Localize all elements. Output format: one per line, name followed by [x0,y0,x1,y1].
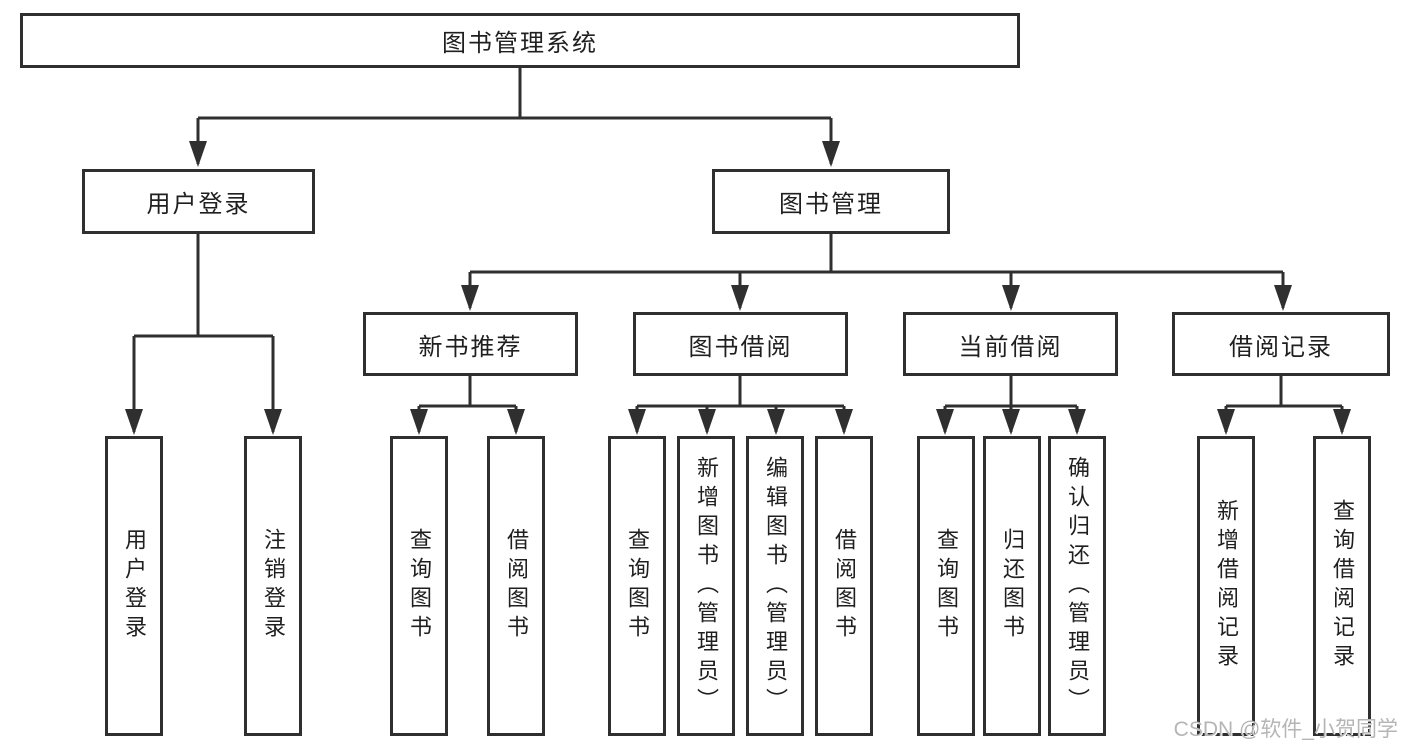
node-book-management-module: 图书管理 [712,169,950,234]
node-user-login-module: 用户登录 [82,169,315,234]
node-book-borrowing: 图书借阅 [633,312,848,376]
leaf-borrow-add-books-admin: 新增图书（管理员） [677,436,735,736]
leaf-borrow-query-books: 查询图书 [608,436,666,736]
leaf-newrec-query-books: 查询图书 [390,436,448,736]
leaf-current-confirm-return-admin: 确认归还（管理员） [1048,436,1106,736]
node-current-borrowing: 当前借阅 [903,312,1118,376]
leaf-borrow-borrow-books: 借阅图书 [815,436,873,736]
node-new-book-recommend: 新书推荐 [363,312,578,376]
csdn-watermark: CSDN @软件_小贺同学 [1173,718,1398,741]
node-borrowing-records: 借阅记录 [1172,312,1390,376]
leaf-current-query-books: 查询图书 [917,436,975,736]
leaf-newrec-borrow-books: 借阅图书 [487,436,545,736]
leaf-current-return-books: 归还图书 [983,436,1041,736]
leaf-user-login: 用户登录 [105,436,163,736]
leaf-records-add-record: 新增借阅记录 [1197,436,1255,736]
leaf-records-query-record: 查询借阅记录 [1313,436,1371,736]
leaf-logout: 注销登录 [244,436,302,736]
node-library-system: 图书管理系统 [20,13,1020,68]
leaf-borrow-edit-books-admin: 编辑图书（管理员） [746,436,804,736]
